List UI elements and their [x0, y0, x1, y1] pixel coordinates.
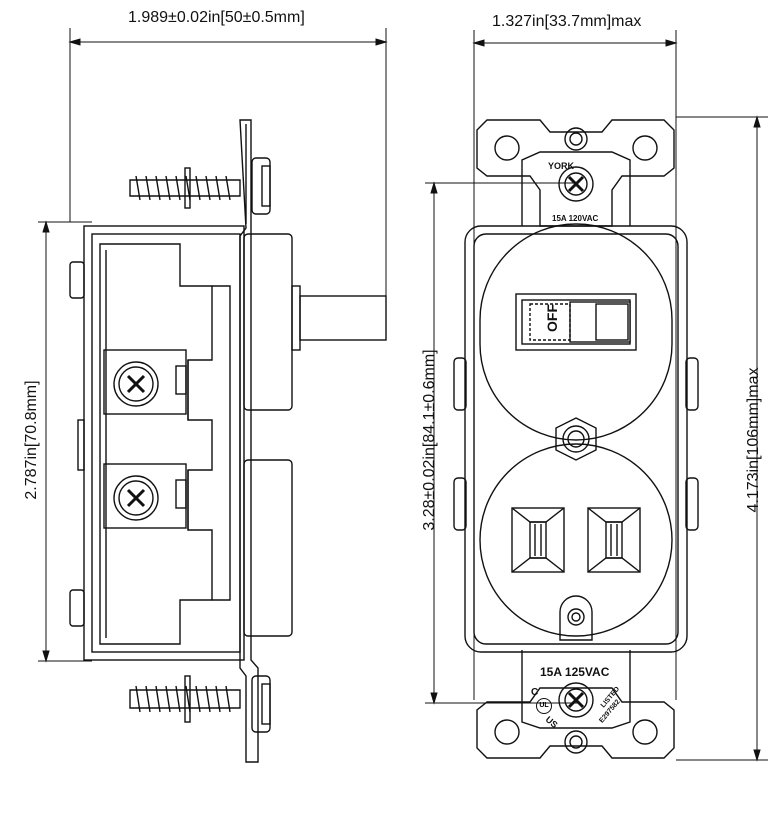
outlet-ground [559, 595, 593, 641]
outlet-slot-right [587, 507, 641, 573]
ul-logo-icon: UL [536, 698, 552, 714]
side-bottom-screw [129, 675, 271, 733]
cert-c-label: C [531, 687, 539, 698]
side-terminal-screw-upper [103, 349, 187, 415]
dim-front-width: 1.327in[33.7mm]max [492, 13, 642, 30]
front-top-ear [476, 119, 675, 227]
side-strap [239, 119, 259, 763]
switch-rocker[interactable] [569, 301, 631, 343]
front-bottom-screw [558, 682, 594, 718]
outlet-slot-left [511, 507, 565, 573]
switch-off-label: OFF [544, 304, 560, 332]
dim-side-height: 2.787in[70.8mm] [23, 380, 40, 500]
side-terminal-screw-lower [103, 463, 187, 529]
side-body [83, 225, 245, 661]
dim-front-height: 4.173in[106mm]max [745, 367, 762, 513]
outlet-face [479, 443, 673, 641]
bottom-rating-label: 15A 125VAC [540, 665, 610, 679]
top-rating-label: 15A 120VAC [552, 214, 599, 223]
switch-face [479, 223, 673, 441]
side-top-screw [129, 157, 271, 215]
dim-side-width: 1.989±0.02in[50±0.5mm] [128, 9, 305, 26]
center-screw [555, 417, 597, 461]
front-body [464, 225, 688, 653]
side-view [69, 119, 387, 763]
top-brand-label: YORK [548, 161, 575, 171]
front-view [453, 119, 699, 759]
dim-mount-spacing: 3.28±0.02in[84.1±0.6mm] [421, 349, 438, 531]
front-top-screw [558, 166, 594, 202]
